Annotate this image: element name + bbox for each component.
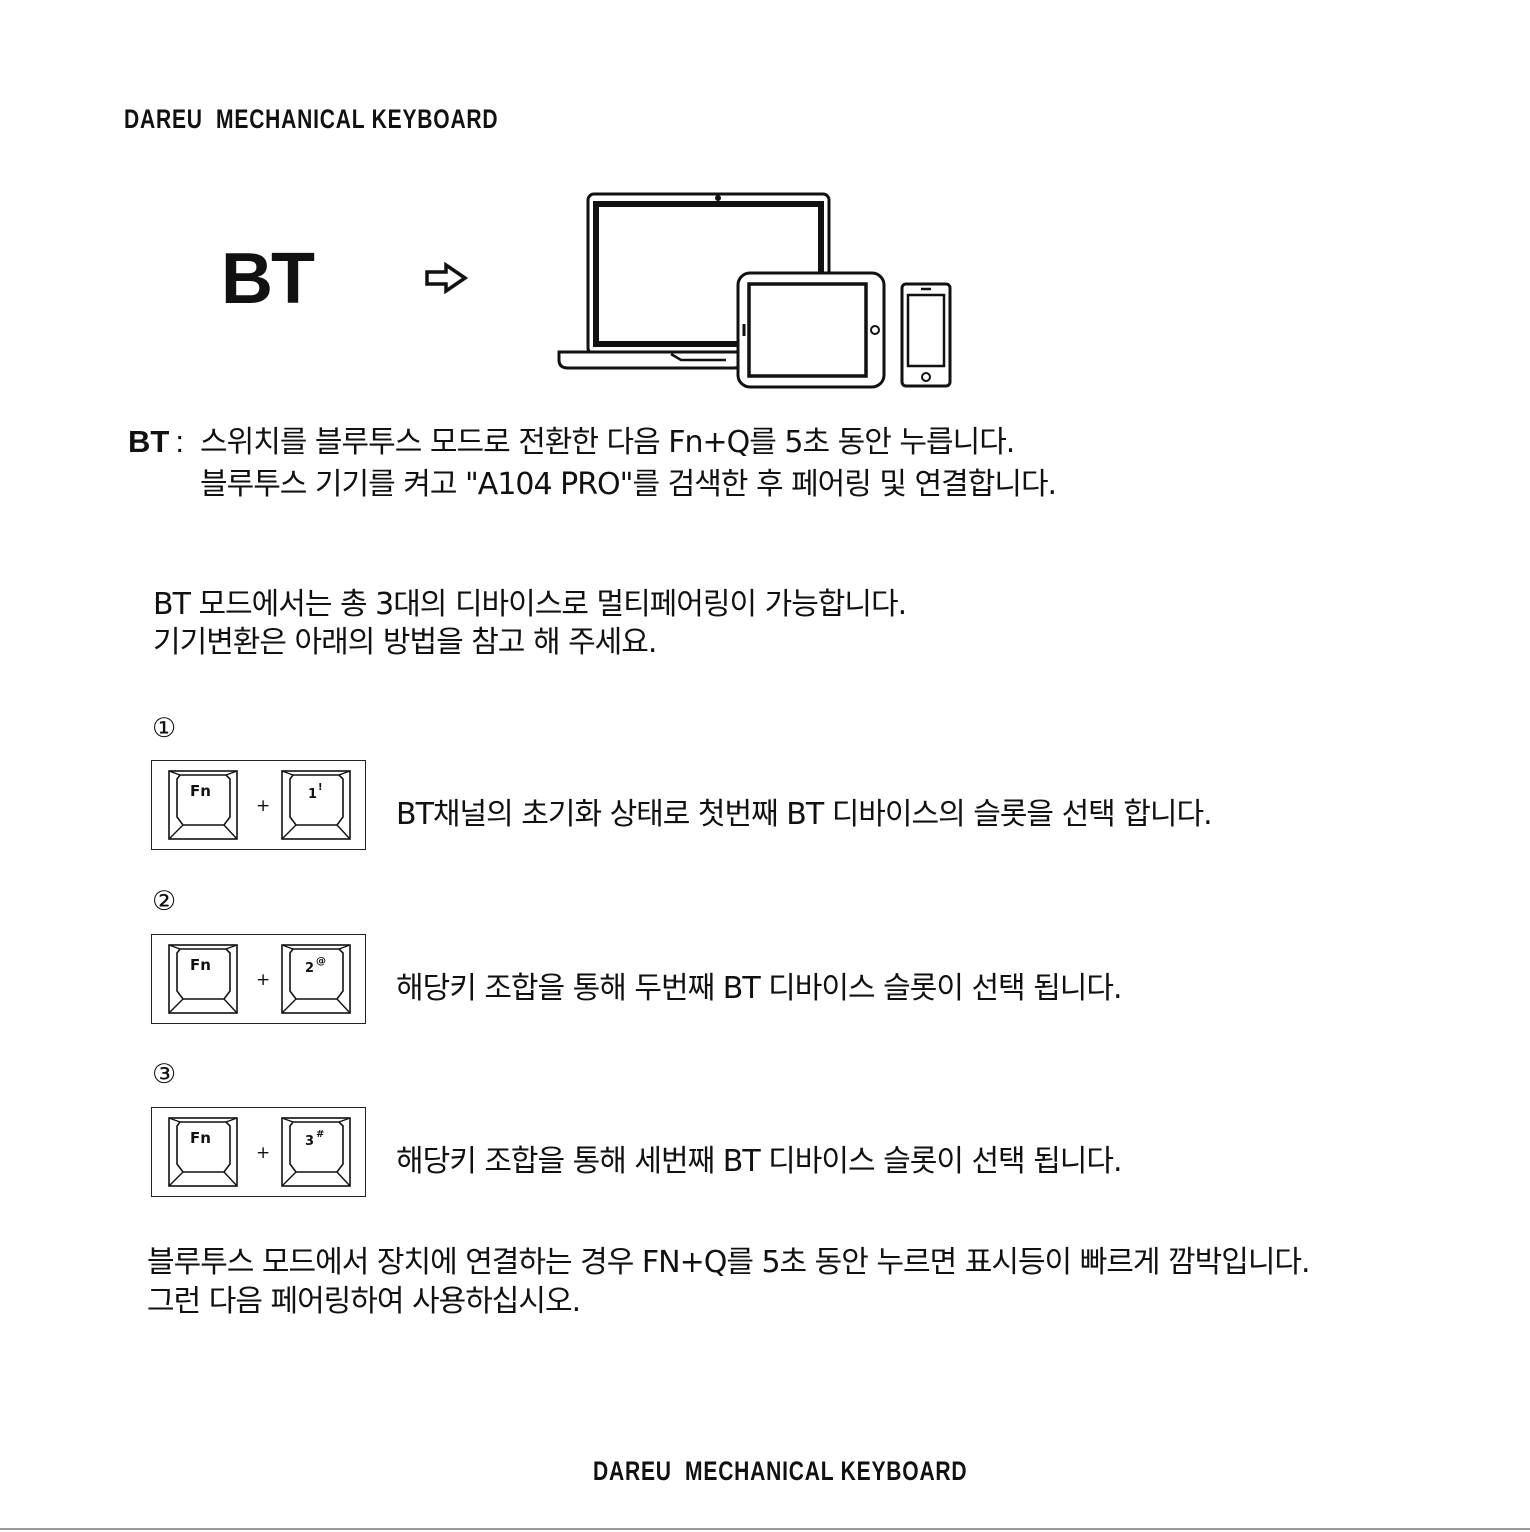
key-label-fn: Fn: [190, 956, 211, 974]
keycap-fn: Fn: [168, 770, 238, 840]
footer-note-line-1: 블루투스 모드에서 장치에 연결하는 경우 FN+Q를 5초 동안 누르면 표시…: [147, 1245, 1311, 1280]
key-label-main: 2: [305, 961, 314, 976]
key-combo-box: Fn + 2 @: [151, 934, 366, 1024]
key-label-shift: !: [318, 782, 323, 793]
plus-sign: +: [256, 796, 270, 816]
step-number: ③: [152, 1059, 177, 1090]
key-combo-box: Fn + 1 !: [151, 760, 366, 850]
bt-instruction-line-2: 블루투스 기기를 켜고 "A104 PRO"를 검색한 후 페어링 및 연결합니…: [200, 467, 1057, 502]
key-label-main: 1: [308, 787, 317, 802]
key-label-shift: @: [316, 956, 326, 967]
bt-section-label: BT:: [128, 424, 184, 459]
multi-pair-line-1: BT 모드에서는 총 3대의 디바이스로 멀티페어링이 가능합니다.: [153, 587, 907, 622]
step-number: ②: [152, 886, 177, 917]
step-description: 해당키 조합을 통해 두번째 BT 디바이스 슬롯이 선택 됩니다.: [396, 971, 1123, 1006]
keycap-2: 2 @: [281, 944, 351, 1014]
plus-sign: +: [256, 1143, 270, 1163]
bt-mode-title: BT: [221, 239, 315, 319]
key-label-shift: #: [316, 1129, 324, 1140]
arrow-right-outline-icon: [425, 262, 468, 294]
tablet-icon: [736, 271, 886, 389]
key-combo-box: Fn + 3 #: [151, 1107, 366, 1197]
plus-sign: +: [256, 970, 270, 990]
footer-note-line-2: 그런 다음 페어링하여 사용하십시오.: [147, 1284, 581, 1319]
bt-instruction-line-1: 스위치를 블루투스 모드로 전환한 다음 Fn+Q를 5초 동안 누릅니다.: [200, 425, 1015, 460]
footer-brand: DAREU MECHANICAL KEYBOARD: [593, 1456, 968, 1486]
step-description: 해당키 조합을 통해 세번째 BT 디바이스 슬롯이 선택 됩니다.: [396, 1144, 1123, 1179]
keycap-3: 3 #: [281, 1117, 351, 1187]
header-brand: DAREU MECHANICAL KEYBOARD: [124, 104, 499, 134]
step-description: BT채널의 초기화 상태로 첫번째 BT 디바이스의 슬롯을 선택 합니다.: [396, 797, 1213, 832]
keycap-fn: Fn: [168, 1117, 238, 1187]
multi-pair-line-2: 기기변환은 아래의 방법을 참고 해 주세요.: [153, 625, 657, 660]
keycap-fn: Fn: [168, 944, 238, 1014]
devices-illustration: [557, 192, 952, 389]
key-label-main: 3: [305, 1134, 314, 1149]
key-label-fn: Fn: [190, 1129, 211, 1147]
smartphone-icon: [900, 282, 952, 388]
keycap-1: 1 !: [281, 770, 351, 840]
page-bottom-divider: [0, 1528, 1530, 1530]
key-label-fn: Fn: [190, 782, 211, 800]
step-number: ①: [152, 713, 177, 744]
